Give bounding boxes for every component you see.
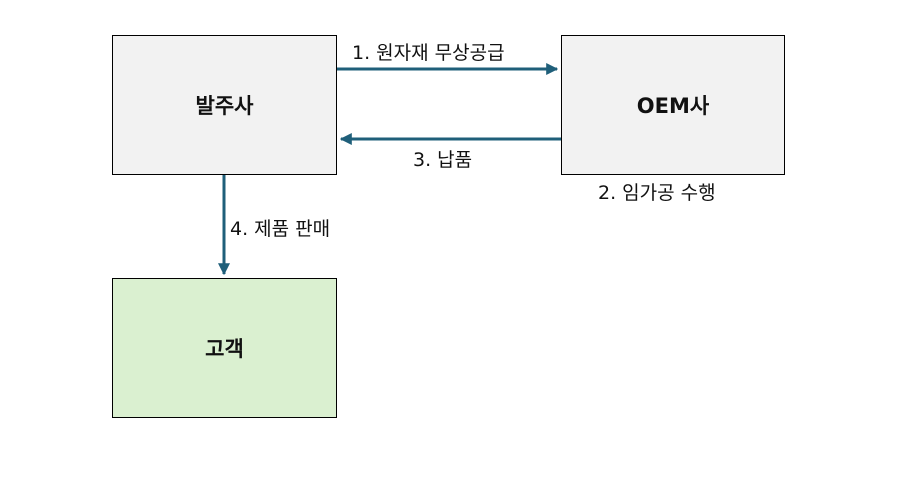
customer-label: 고객 [205,337,244,361]
orderer-box: 발주사 [112,35,337,175]
orderer-label: 발주사 [195,94,254,118]
oem-label: OEM사 [636,94,710,118]
edge-label-supply: 1. 원자재 무상공급 [352,42,505,64]
edge-label-processing: 2. 임가공 수행 [598,182,716,204]
customer-box: 고객 [112,278,337,418]
edge-label-sale: 4. 제품 판매 [230,218,331,240]
edge-label-delivery: 3. 납품 [413,149,473,171]
oem-box: OEM사 [561,35,785,175]
